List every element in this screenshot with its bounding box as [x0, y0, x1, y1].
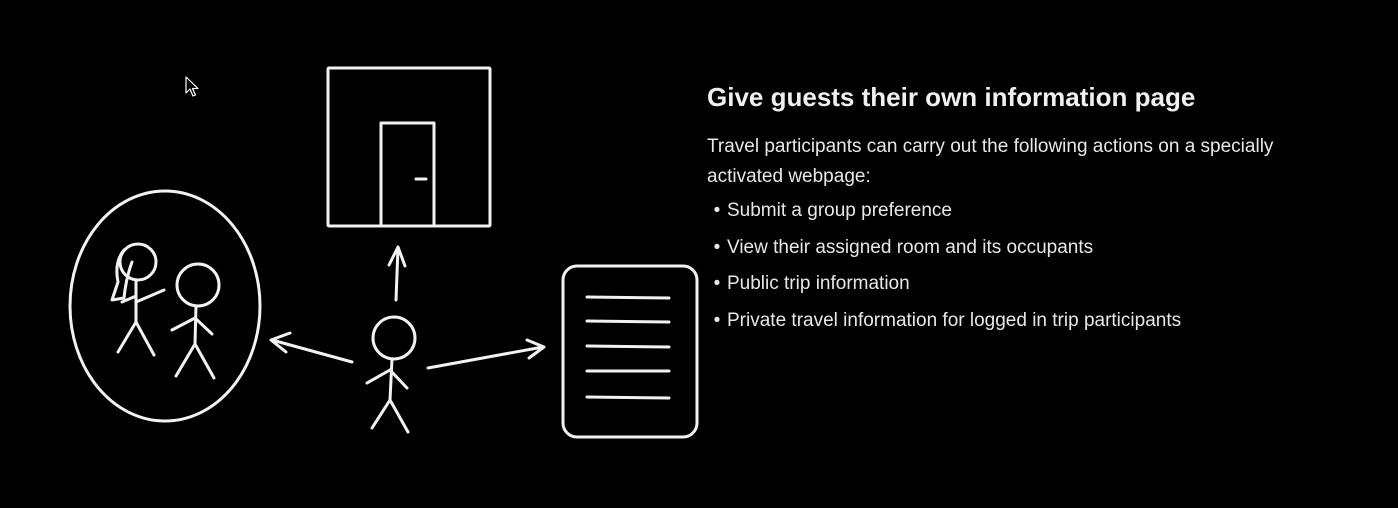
- list-item: • Submit a group preference: [707, 198, 1347, 224]
- action-label: Public trip information: [727, 273, 910, 294]
- bullet: •: [713, 309, 721, 331]
- guest-figure-icon: [365, 315, 417, 434]
- bullet: •: [713, 273, 721, 294]
- arrow-up-icon: [387, 245, 407, 302]
- document-icon: [561, 264, 699, 439]
- bullet: •: [713, 236, 721, 258]
- arrow-right-icon: [426, 338, 546, 370]
- page-title: Give guests their own information page: [707, 82, 1196, 112]
- arrow-left-icon: [269, 331, 354, 364]
- intro-text: Travel participants can carry out the fo…: [707, 136, 1274, 187]
- list-item: • Public trip information: [707, 271, 1347, 297]
- guest-options-illustration: [68, 66, 699, 439]
- list-item: • Private travel information for logged …: [707, 308, 1347, 334]
- info-panel: Give guests their own information page T…: [707, 80, 1347, 344]
- action-label: View their assigned room and its occupan…: [727, 236, 1094, 258]
- sketch-drawing: [68, 66, 699, 439]
- mouse-pointer-icon: [185, 76, 199, 97]
- list-item: • View their assigned room and its occup…: [707, 235, 1347, 261]
- room-door-icon: [326, 66, 492, 228]
- actions-list: • Submit a group preference • View their…: [707, 198, 1347, 334]
- action-label: Private travel information for logged in…: [727, 309, 1182, 331]
- group-members-icon: [68, 189, 262, 423]
- action-label: Submit a group preference: [727, 200, 952, 221]
- bullet: •: [713, 200, 721, 221]
